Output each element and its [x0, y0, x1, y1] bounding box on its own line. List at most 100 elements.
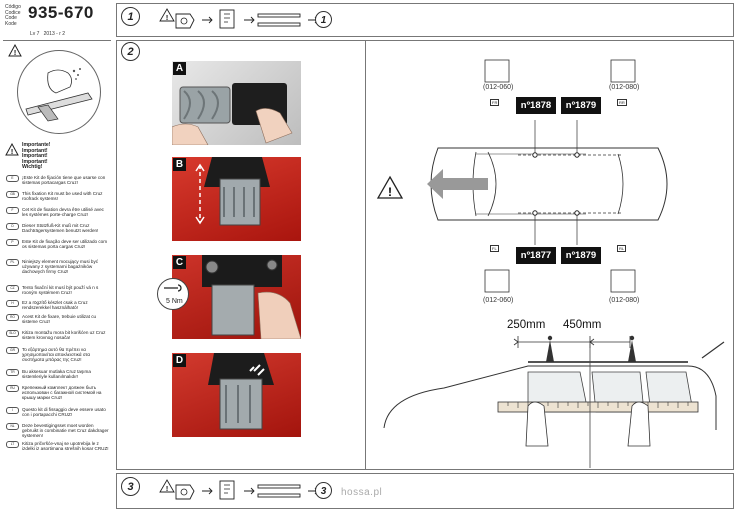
step-3-sequence: !	[159, 479, 319, 500]
badge-rear-right: nº1879	[561, 97, 601, 114]
language-warning-text: Ez a rögzítő készlet csak a Cruz rendsze…	[22, 300, 88, 311]
language-warning-text: This fixation Kit must be used with Cruz…	[22, 191, 103, 202]
language-warning-text: Bu aksesuar mutlaka Cruz taşıma sistemle…	[22, 369, 91, 380]
language-warning-text: Questo kit di fissaggio deve essere usat…	[22, 407, 106, 418]
language-code-badge: SLO	[6, 330, 19, 337]
language-warning-text: Este Kit de fixação deve ser utilizado c…	[22, 239, 108, 250]
warning-icon: !	[8, 44, 22, 57]
photo-d-label: D	[173, 354, 186, 367]
step-1-result: 1	[315, 11, 332, 28]
svg-text:!: !	[14, 50, 16, 57]
rear-right-part-number: (012-080)	[609, 297, 640, 304]
language-warning-text: Deze bevestigingsset moet worden gebruik…	[22, 423, 109, 439]
photo-a-pads: A	[172, 61, 301, 145]
direction-arrow-icon	[427, 169, 488, 199]
language-code-badge: H	[6, 300, 19, 307]
language-warning-text: Dieser Stützfuß-Kit muß mit Cruz Dachträ…	[22, 223, 99, 234]
language-code-badge: I	[6, 407, 19, 414]
language-warning-text: ¡Este Kit de fijación tiene que usarse c…	[22, 175, 106, 186]
torque-value: 5 Nm	[166, 298, 183, 305]
photo-c-torque: C	[172, 255, 301, 339]
tag-rear-right: RR	[617, 99, 627, 106]
instruction-book-icon	[219, 480, 235, 500]
rear-measurement: 450mm	[563, 319, 602, 331]
language-code-badge: P	[6, 239, 19, 246]
step-3-number: 3	[121, 477, 140, 496]
roof-bars-icon	[257, 484, 301, 498]
language-code-badge: CZ	[6, 285, 19, 292]
warning-icon: !	[376, 175, 404, 199]
photo-a-label: A	[173, 62, 186, 75]
language-warning-text: Tento fixační kit musí být použí vá n s …	[22, 285, 99, 296]
svg-text:!: !	[388, 185, 392, 199]
language-warning-text: Το εξάρτημα αυτό θα πρέπει να χρησιμοποι…	[22, 347, 91, 363]
svg-text:!: !	[166, 15, 168, 22]
language-code-badge: RO	[6, 314, 19, 321]
reference-number: 935-670	[28, 3, 94, 22]
svg-text:!: !	[11, 149, 13, 156]
code-labels: Código Codice Code Kode	[5, 4, 21, 27]
roof-foot-front-icon	[546, 335, 554, 362]
tag-front-right: FR	[490, 99, 500, 106]
step-2-number: 2	[121, 42, 140, 61]
language-code-badge: E	[6, 175, 19, 182]
language-warning-text: Niniejszy element mocujący musi być używ…	[22, 259, 99, 275]
front-left-part-number: (012-060)	[483, 84, 514, 91]
step-3-panel	[116, 473, 734, 509]
car-side-view	[383, 335, 725, 468]
language-warning-text: Kitiza pričvršće-vnaj se upotrebija le z…	[22, 441, 109, 452]
photo-b-red-car-roof: B	[172, 157, 301, 241]
step-1-panel	[116, 3, 734, 37]
hand-left-icon	[525, 401, 549, 447]
language-warning-text: Cet Kit de fixation devra être utilisé a…	[22, 207, 104, 218]
cleaning-illustration	[17, 50, 101, 134]
version-label: Lv 7 2013 - r 2	[30, 31, 66, 37]
hand-right-icon	[627, 401, 651, 447]
torque-wrench-badge	[157, 278, 189, 310]
step-2-divider	[365, 40, 366, 470]
photo-d-fitted: D	[172, 353, 301, 437]
roof-bars-icon	[257, 13, 301, 27]
important-heading: Importante! Important! Important! Import…	[22, 142, 51, 171]
svg-text:!: !	[166, 486, 168, 493]
tag-rear-left: RL	[617, 245, 627, 252]
language-warning-text: Крепежный комплект должен быть использов…	[22, 385, 102, 401]
language-warning-text: Acest Kit de fixare, trebuie utilizat cu…	[22, 314, 97, 325]
photo-c-label: C	[173, 256, 186, 269]
language-code-badge: F	[6, 207, 19, 214]
important-warning-icon: !	[5, 143, 19, 156]
photo-b-label: B	[173, 158, 186, 171]
roof-foot-rear-icon	[628, 335, 636, 362]
language-warning-row: E¡Este Kit de fijación tiene que usarse …	[6, 175, 110, 185]
instruction-book-icon	[219, 9, 235, 29]
language-code-badge: RU	[6, 385, 19, 392]
language-code-badge: GR	[6, 347, 19, 354]
language-code-badge: D	[6, 223, 19, 230]
badge-front-left: nº1877	[516, 247, 556, 264]
step-1-number: 1	[121, 7, 140, 26]
car-top-view: !	[376, 120, 668, 245]
language-code-badge: TR	[6, 369, 19, 376]
language-warning-text: Kitiza montažu mora bit korišćen uz Cruz…	[22, 330, 106, 341]
watermark: hossa.pl	[341, 487, 383, 498]
language-code-badge: NL	[6, 423, 19, 430]
front-right-part-number: (012-080)	[609, 84, 640, 91]
language-code-badge: GB	[6, 191, 19, 198]
step-3-result: 3	[315, 482, 332, 499]
wrench-icon	[164, 284, 182, 292]
hand-cleaning-icon	[25, 68, 93, 122]
foot-part-icons	[484, 59, 636, 293]
